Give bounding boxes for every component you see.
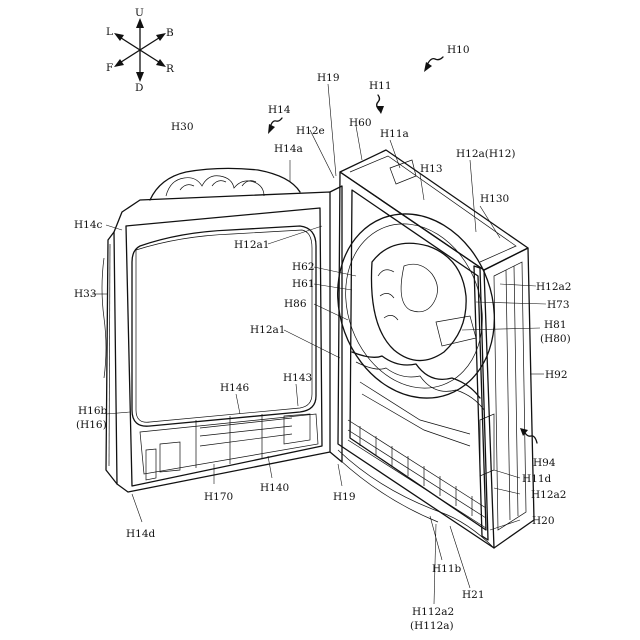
reference-labels: H10 H11 H19 H60 H11a H14 H30 H12e H14a H…: [74, 44, 571, 632]
label-h14a: H14a: [274, 143, 303, 155]
label-h11a: H11a: [380, 128, 409, 140]
axis-label-left: L: [106, 26, 113, 38]
label-h13: H13: [420, 163, 443, 175]
axis-label-back: B: [166, 27, 174, 39]
label-h30: H30: [171, 121, 194, 133]
label-h86: H86: [284, 298, 307, 310]
label-h19-bottom: H19: [333, 491, 356, 503]
label-h20: H20: [532, 515, 555, 527]
label-h94: H94: [533, 457, 556, 469]
leader-lines: [92, 84, 546, 604]
label-h12a2-right: H12a2: [536, 281, 571, 293]
label-h11: H11: [369, 80, 392, 92]
label-h19-top: H19: [317, 72, 340, 84]
label-h62: H62: [292, 261, 315, 273]
left-door: [102, 168, 342, 492]
label-h143: H143: [283, 372, 312, 384]
label-h12a-h12: H12a(H12): [456, 148, 516, 160]
label-h14d: H14d: [126, 528, 156, 540]
label-h16b: H16b: [78, 405, 108, 417]
label-h12a2-bottom: H12a2: [531, 489, 566, 501]
axis-label-front: F: [106, 62, 113, 74]
reference-arrows: [268, 57, 537, 443]
label-h11d: H11d: [522, 473, 552, 485]
label-h80: (H80): [540, 333, 571, 345]
label-h21: H21: [462, 589, 485, 601]
label-h146: H146: [220, 382, 250, 394]
axis-label-down: D: [135, 82, 143, 94]
label-h12e: H12e: [296, 125, 325, 137]
label-h170: H170: [204, 491, 233, 503]
label-h33: H33: [74, 288, 97, 300]
label-h12a1-mid: H12a1: [250, 324, 285, 336]
label-h130: H130: [480, 193, 509, 205]
axis-label-right: R: [166, 63, 175, 75]
label-h112a: (H112a): [410, 620, 454, 632]
main-body: [312, 150, 534, 548]
label-h92: H92: [545, 369, 568, 381]
label-h11b: H11b: [432, 563, 462, 575]
axis-label-up: U: [135, 7, 144, 19]
label-h14: H14: [268, 104, 291, 116]
direction-compass: U D L B F R: [106, 7, 175, 94]
label-h61: H61: [292, 278, 315, 290]
label-h10: H10: [447, 44, 470, 56]
label-h14c: H14c: [74, 219, 103, 231]
label-h140: H140: [260, 482, 289, 494]
label-h81: H81: [544, 319, 567, 331]
label-h73: H73: [547, 299, 570, 311]
label-h16: (H16): [76, 419, 107, 431]
label-h112a2: H112a2: [412, 606, 454, 618]
label-h60: H60: [349, 117, 372, 129]
label-h12a1-top: H12a1: [234, 239, 269, 251]
